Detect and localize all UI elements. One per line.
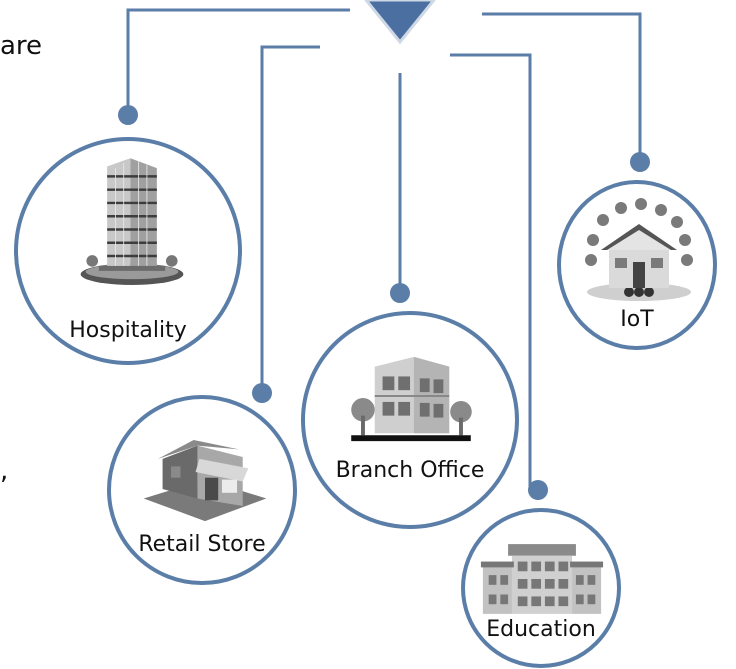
- connector-dot-retail: [252, 383, 272, 403]
- high-rise-hotel-icon: [80, 158, 184, 285]
- node-label-retail-store: Retail Store: [138, 532, 266, 557]
- node-label-education: Education: [486, 617, 596, 642]
- partial-text-top: are: [0, 31, 43, 61]
- node-label-iot: IoT: [620, 307, 654, 332]
- partial-text-mid: ,: [0, 456, 9, 486]
- connector-education: [450, 53, 532, 490]
- node-label-branch-office: Branch Office: [335, 458, 485, 483]
- connector-dot-hospitality: [118, 105, 138, 125]
- connector-dot-branch: [390, 283, 410, 303]
- connector-dot-iot: [630, 152, 650, 172]
- connector-hospitality: [126, 8, 350, 115]
- retail-store-icon: [143, 440, 267, 522]
- node-label-hospitality: Hospitality: [69, 318, 187, 343]
- node-education[interactable]: Education: [461, 508, 621, 668]
- node-retail-store[interactable]: Retail Store: [107, 395, 297, 585]
- node-hospitality[interactable]: Hospitality: [14, 137, 242, 365]
- connector-dot-education: [528, 480, 548, 500]
- connector-iot: [482, 12, 642, 162]
- school-building-icon: [480, 544, 604, 614]
- node-branch-office[interactable]: Branch Office: [301, 311, 519, 529]
- connector-retail: [260, 45, 320, 393]
- hub-triangle: [364, 0, 436, 45]
- node-iot[interactable]: IoT: [557, 180, 717, 350]
- office-building-icon: [351, 356, 472, 442]
- smart-home-icon: [585, 198, 693, 301]
